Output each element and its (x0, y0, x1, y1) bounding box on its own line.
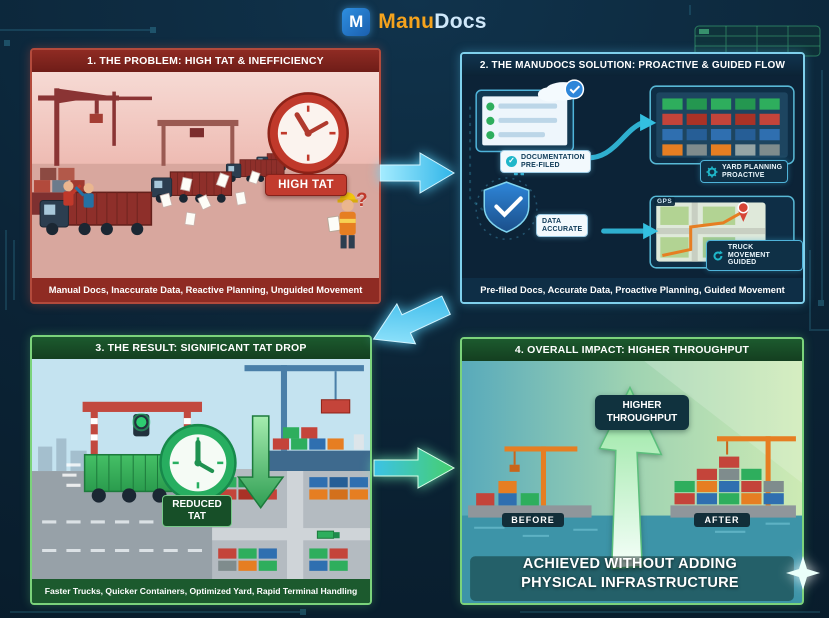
panel-result-title: 3. THE RESULT: SIGNIFICANT TAT DROP (32, 337, 370, 359)
sparkle-icon (786, 556, 820, 590)
problem-scene-art (32, 72, 379, 278)
flow-arrow-solution-to-result (372, 295, 451, 345)
circular-arrow-icon (713, 250, 723, 261)
panel-result: 3. THE RESULT: SIGNIFICANT TAT DROP (30, 335, 372, 605)
high-tat-clock-icon (267, 92, 349, 175)
checkpoint-gantry-icon (157, 119, 239, 166)
result-scene-art (32, 359, 370, 579)
panel-problem-title: 1. THE PROBLEM: HIGH TAT & INEFFICIENCY (32, 50, 379, 72)
throughput-line2: THROUGHPUT (606, 412, 678, 424)
confusion-question-mark: ? (356, 190, 368, 211)
flow-arrow-problem-to-solution (379, 152, 455, 194)
impact-footer-text: ACHIEVED WITHOUT ADDING PHYSICAL INFRAST… (470, 555, 790, 593)
yard-planning-screen-icon (649, 85, 795, 165)
badge-truck-line1: TRUCK MOVEMENT (727, 244, 770, 259)
higher-throughput-badge: HIGHER THROUGHPUT (595, 395, 689, 430)
confused-worker-icon (327, 192, 358, 249)
reduced-tat-line2: TAT (188, 511, 206, 522)
flow-arrow-result-to-impact (373, 447, 456, 489)
reduced-tat-line1: REDUCED (172, 499, 222, 510)
panel-result-caption: Faster Trucks, Quicker Containers, Optim… (32, 579, 370, 603)
port-crane-icon (38, 88, 120, 166)
after-label-badge: AFTER (694, 513, 750, 527)
high-tat-badge: HIGH TAT (265, 174, 347, 196)
badge-data-line1: DATA (542, 218, 562, 225)
reduced-tat-badge: REDUCED TAT (162, 495, 232, 527)
tat-drop-arrow-icon (236, 415, 285, 509)
badge-yard-line2: PROACTIVE (722, 171, 765, 179)
brand-header: M ManuDocs (0, 8, 829, 36)
brand-docs: Docs (434, 10, 487, 33)
badge-yard-line1: YARD PLANNING (722, 164, 783, 171)
before-label-badge: BEFORE (502, 513, 564, 527)
manudocs-logo-icon: M (342, 8, 371, 36)
check-icon: ✓ (506, 156, 517, 168)
impact-scene: HIGHER THROUGHPUT BEFORE AFTER ACHIEVED … (462, 361, 802, 603)
cloud-sync-icon (537, 79, 585, 102)
panel-impact-title: 4. OVERALL IMPACT: HIGHER THROUGHPUT (462, 339, 802, 361)
before-crane-icon (504, 446, 578, 506)
reduced-tat-clock-icon (159, 423, 237, 502)
panel-problem-caption: Manual Docs, Inaccurate Data, Reactive P… (32, 278, 379, 302)
port-crane-icon (100, 91, 152, 146)
impact-footer-line1: ACHIEVED WITHOUT ADDING (522, 556, 738, 572)
yard-truck-icon (316, 530, 340, 539)
brand-manu: Manu (378, 10, 435, 33)
data-shield-icon (475, 177, 538, 240)
brand-wordmark: ManuDocs (378, 10, 487, 34)
scattered-papers (159, 170, 261, 227)
ship-crane-icon (244, 365, 370, 472)
yard-planning-proactive-badge: YARD PLANNING PROACTIVE (700, 160, 789, 184)
mini-table-decoration (694, 25, 821, 57)
badge-doc-line2: PRE-FILED (521, 161, 560, 169)
truck-movement-guided-badge: TRUCK MOVEMENT GUIDED (706, 240, 803, 272)
badge-truck-line2: GUIDED (727, 259, 757, 267)
panel-impact: 4. OVERALL IMPACT: HIGHER THROUGHPUT (460, 337, 804, 605)
badge-doc-line1: DOCUMENTATION (521, 154, 585, 161)
throughput-line1: HIGHER (622, 400, 662, 411)
impact-footer-line2: PHYSICAL INFRASTRUCTURE (521, 574, 739, 591)
arguing-workers-icon (63, 181, 94, 208)
panel-solution: 2. THE MANUDOCS SOLUTION: PROACTIVE & GU… (460, 52, 805, 304)
badge-data-line2: ACCURATE (542, 225, 583, 233)
after-crane-icon (717, 436, 796, 506)
panel-solution-title: 2. THE MANUDOCS SOLUTION: PROACTIVE & GU… (462, 54, 803, 76)
result-scene: REDUCED TAT (32, 359, 370, 579)
documentation-prefiled-badge: ✓ DOCUMENTATION PRE-FILED (500, 150, 591, 174)
gps-label: GPS (654, 197, 676, 206)
panel-solution-caption: Pre-filed Docs, Accurate Data, Proactive… (462, 278, 803, 302)
problem-scene: HIGH TAT ? (32, 72, 379, 278)
gear-icon (706, 166, 718, 178)
solution-scene: ✓ DOCUMENTATION PRE-FILED YARD PLANNING … (462, 76, 803, 278)
documents-device-icon (475, 89, 575, 153)
data-accurate-badge: DATA ACCURATE (536, 214, 589, 238)
solution-scene-art (462, 76, 803, 278)
panel-problem: 1. THE PROBLEM: HIGH TAT & INEFFICIENCY (30, 48, 381, 304)
